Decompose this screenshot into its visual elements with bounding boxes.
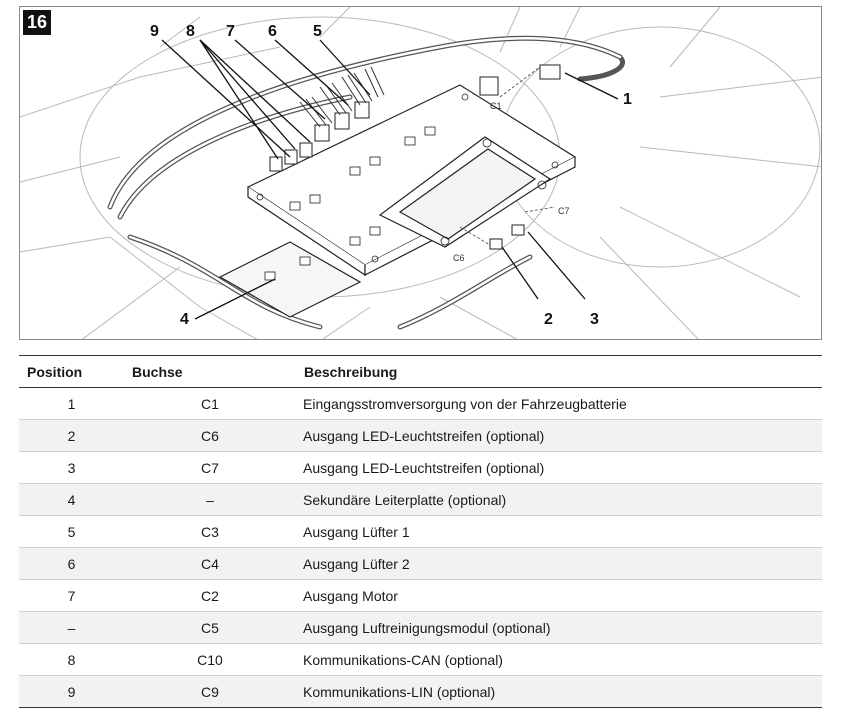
cell-socket: C1: [124, 387, 296, 420]
cell-description: Kommunikations-LIN (optional): [296, 675, 822, 708]
callout-2: 2: [544, 311, 553, 328]
cell-description: Ausgang Motor: [296, 579, 822, 612]
cell-position: 8: [19, 643, 124, 676]
cell-position: 7: [19, 579, 124, 612]
connector-label-c7: C7: [558, 206, 570, 216]
cell-position: 4: [19, 483, 124, 516]
cell-description: Eingangsstromversorgung von der Fahrzeug…: [296, 387, 822, 420]
connector-label-c1: C1: [490, 101, 502, 111]
cell-socket: –: [124, 483, 296, 516]
cell-socket: C6: [124, 419, 296, 452]
circuit-board-illustration: [20, 7, 821, 339]
connector-label-c6: C6: [453, 253, 465, 263]
cell-socket: C10: [124, 643, 296, 676]
header-description: Beschreibung: [296, 355, 822, 388]
cell-position: –: [19, 611, 124, 644]
cell-description: Ausgang LED-Leuchtstreifen (optional): [296, 451, 822, 484]
header-position: Position: [19, 355, 124, 388]
header-socket: Buchse: [124, 355, 296, 388]
cell-position: 3: [19, 451, 124, 484]
callout-7: 7: [226, 23, 235, 40]
callout-1: 1: [623, 91, 632, 108]
figure-number-badge: 16: [23, 10, 51, 35]
cell-socket: C7: [124, 451, 296, 484]
table-row: 9 C9 Kommunikations-LIN (optional): [19, 675, 822, 708]
cell-position: 5: [19, 515, 124, 548]
cell-position: 1: [19, 387, 124, 420]
cell-position: 6: [19, 547, 124, 580]
cell-description: Ausgang Lüfter 1: [296, 515, 822, 548]
table-row: 5 C3 Ausgang Lüfter 1: [19, 515, 822, 548]
callout-4: 4: [180, 311, 189, 328]
cell-socket: C9: [124, 675, 296, 708]
cell-socket: C4: [124, 547, 296, 580]
table-row: 8 C10 Kommunikations-CAN (optional): [19, 643, 822, 676]
socket-table: Position Buchse Beschreibung 1 C1 Eingan…: [19, 355, 822, 708]
callout-9: 9: [150, 23, 159, 40]
table-row: 2 C6 Ausgang LED-Leuchtstreifen (optiona…: [19, 419, 822, 452]
callout-3: 3: [590, 311, 599, 328]
callout-5: 5: [313, 23, 322, 40]
cell-description: Ausgang LED-Leuchtstreifen (optional): [296, 419, 822, 452]
callout-6: 6: [268, 23, 277, 40]
cell-description: Ausgang Lüfter 2: [296, 547, 822, 580]
cell-description: Sekundäre Leiterplatte (optional): [296, 483, 822, 516]
cell-socket: C2: [124, 579, 296, 612]
table-row: 3 C7 Ausgang LED-Leuchtstreifen (optiona…: [19, 451, 822, 484]
table-row: 7 C2 Ausgang Motor: [19, 579, 822, 612]
table-row: 4 – Sekundäre Leiterplatte (optional): [19, 483, 822, 516]
table-row: 1 C1 Eingangsstromversorgung von der Fah…: [19, 387, 822, 420]
figure-16-frame: 16 9 8 7 6 5 1 4 2 3 C7 C6 C1: [19, 6, 822, 340]
table-header-row: Position Buchse Beschreibung: [19, 355, 822, 388]
cell-socket: C5: [124, 611, 296, 644]
table-row: 6 C4 Ausgang Lüfter 2: [19, 547, 822, 580]
cell-position: 2: [19, 419, 124, 452]
cell-description: Ausgang Luftreinigungsmodul (optional): [296, 611, 822, 644]
callout-8: 8: [186, 23, 195, 40]
table-row: – C5 Ausgang Luftreinigungsmodul (option…: [19, 611, 822, 644]
cell-description: Kommunikations-CAN (optional): [296, 643, 822, 676]
cell-position: 9: [19, 675, 124, 708]
cell-socket: C3: [124, 515, 296, 548]
